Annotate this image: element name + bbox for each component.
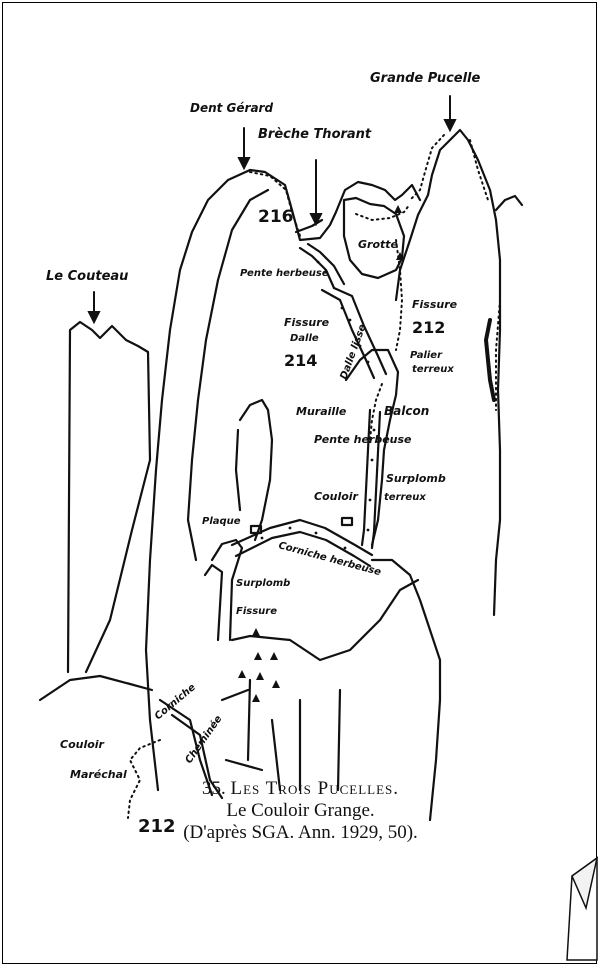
label-corniche-herbeuse: Corniche herbeuse xyxy=(277,540,382,578)
lower-rock-4 xyxy=(205,565,222,640)
lower-rock-2 xyxy=(236,430,240,510)
label-dent-gerard: Dent Gérard xyxy=(190,101,273,115)
label-fissure-dalle: Fissure xyxy=(284,316,330,329)
label-fissure-2: Fissure xyxy=(236,606,277,617)
figure-caption: 35. Les Trois Pucelles. Le Couloir Grang… xyxy=(0,778,601,844)
label-couloir-marechal-1: Couloir xyxy=(60,738,105,751)
caption-number: 35. xyxy=(202,778,226,799)
muraille-block xyxy=(346,350,398,545)
pucelle-shading xyxy=(486,320,494,400)
lower-rock-1 xyxy=(240,400,272,540)
label-cheminee: Cheminée xyxy=(183,713,225,766)
dent-gerard-left-face xyxy=(146,170,250,790)
label-plaque: Plaque xyxy=(202,516,241,527)
caption-line-3: (D'après SGA. Ann. 1929, 50). xyxy=(0,822,601,844)
label-grande-pucelle: Grande Pucelle xyxy=(370,71,481,86)
dent-gerard-inner-face xyxy=(188,190,268,560)
grande-pucelle-right-tail xyxy=(496,196,522,210)
label-breche-thorant: Brèche Thorant xyxy=(258,127,372,142)
label-fissure-1: Fissure xyxy=(412,298,458,311)
page-curl-icon xyxy=(567,858,597,960)
chimney-lines xyxy=(222,680,340,790)
label-balcon: Balcon xyxy=(384,404,429,418)
label-couloir: Couloir xyxy=(314,490,359,503)
couloir-mark xyxy=(342,518,352,525)
caption-line-2: Le Couloir Grange. xyxy=(0,800,601,822)
label-palier: Palier xyxy=(410,350,443,361)
label-le-couteau: Le Couteau xyxy=(46,269,128,284)
slope-arrows xyxy=(238,205,404,702)
label-surplomb-2: Surplomb xyxy=(236,578,290,589)
caption-line-1: 35. Les Trois Pucelles. xyxy=(0,778,601,800)
number-212-a: 212 xyxy=(412,318,445,337)
le-couteau-outline xyxy=(68,322,150,672)
caption-title: Les Trois Pucelles. xyxy=(230,778,399,799)
label-surplomb-1: Surplomb xyxy=(386,472,446,485)
label-muraille: Muraille xyxy=(296,405,347,418)
label-grotte: Grotte xyxy=(358,238,399,251)
label-terreux-2: terreux xyxy=(384,492,426,503)
grande-pucelle-left-edge xyxy=(396,138,452,300)
couloir-lower-band xyxy=(362,410,370,545)
number-214: 214 xyxy=(284,351,317,370)
label-pente-herbeuse-1: Pente herbeuse xyxy=(240,268,329,279)
lower-base xyxy=(232,580,418,660)
label-terreux: terreux xyxy=(412,364,454,375)
grande-pucelle-outline xyxy=(452,130,500,615)
label-dalle: Dalle xyxy=(290,333,319,344)
ground-left xyxy=(40,676,152,700)
number-216: 216 xyxy=(258,207,294,227)
label-pente-herbeuse-2: Pente herbeuse xyxy=(314,433,412,446)
